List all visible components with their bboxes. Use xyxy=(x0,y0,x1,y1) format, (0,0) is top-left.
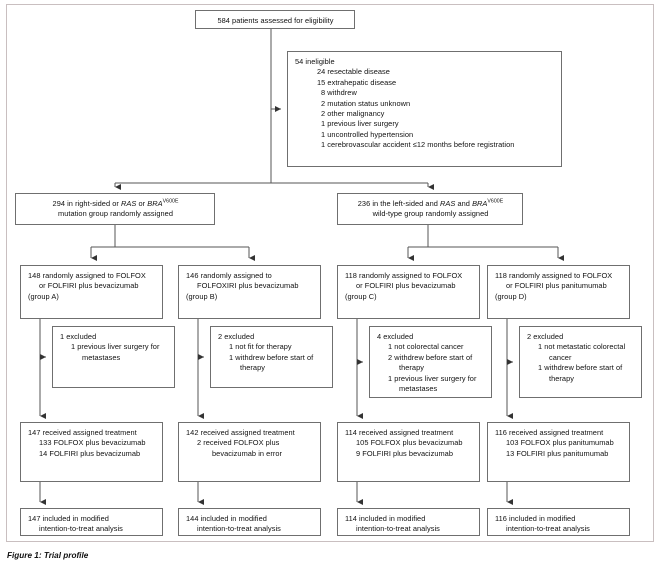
gene-braf-variant: V600E xyxy=(162,198,179,205)
mitt-line: 144 included in modified xyxy=(186,514,267,523)
group-assigned-line: 148 randomly assigned to FOLFOX xyxy=(28,271,146,280)
ineligible-reason: 1 previous liver surgery xyxy=(321,119,399,129)
box-randomisation-left-sided: 236 in the left-sided and RAS and BRAV60… xyxy=(337,193,523,225)
assessed-label: 584 patients assessed for eligibility xyxy=(217,16,334,25)
ineligible-reason: 24 resectable disease xyxy=(317,67,390,77)
rand-right-prefix: 294 in right-sided or xyxy=(52,199,122,208)
ineligible-reason: 1 cerebrovascular accident ≤12 months be… xyxy=(321,140,515,150)
box-mitt-analysis-d: 116 included in modified intention-to-tr… xyxy=(487,508,630,536)
flow-diagram-canvas: 584 patients assessed for eligibility 54… xyxy=(15,10,642,536)
mitt-line: intention-to-treat analysis xyxy=(506,524,590,534)
group-label: (group C) xyxy=(345,291,377,301)
box-mitt-analysis-a: 147 included in modified intention-to-tr… xyxy=(20,508,163,536)
group-label: (group D) xyxy=(495,291,527,301)
figure-caption: Figure 1: Trial profile xyxy=(7,551,89,560)
group-assigned-line: FOLFOXIRI plus bevacizumab xyxy=(197,281,299,291)
treatment-item: 2 received FOLFOX plus bevacizumab in er… xyxy=(197,438,283,458)
box-randomisation-right-sided: 294 in right-sided or RAS or BRAV600E mu… xyxy=(15,193,215,225)
treatment-item: 133 FOLFOX plus bevacizumab xyxy=(39,438,146,448)
randomisation-left-line2: wild-type group randomly assigned xyxy=(372,209,489,219)
mitt-line: intention-to-treat analysis xyxy=(356,524,440,534)
gene-ras: RAS xyxy=(121,199,137,208)
box-group-assignment-b: 146 randomly assigned to FOLFOXIRI plus … xyxy=(178,265,321,319)
group-assigned-line: or FOLFIRI plus bevacizumab xyxy=(39,281,139,291)
group-assigned-line: 118 randomly assigned to FOLFOX xyxy=(345,271,463,280)
treatment-item: 13 FOLFIRI plus panitumumab xyxy=(506,448,609,458)
excluded-header: 1 excluded xyxy=(60,332,97,341)
ineligible-reason: 2 other malignancy xyxy=(321,109,385,119)
mitt-line: 114 included in modified xyxy=(345,514,426,523)
gene-braf-variant: V600E xyxy=(487,198,504,205)
excluded-item: 1 not fit for therapy xyxy=(229,342,292,352)
gene-braf: BRA xyxy=(147,199,163,208)
box-excluded-b: 2 excluded 1 not fit for therapy 1 withd… xyxy=(210,326,333,388)
gene-braf: BRA xyxy=(472,199,488,208)
treatment-item: 9 FOLFIRI plus bevacizumab xyxy=(356,448,454,458)
excluded-item: 1 not metastatic colorectal cancer xyxy=(538,342,626,362)
randomisation-right-line2: mutation group randomly assigned xyxy=(58,209,173,219)
treatment-header: 142 received assigned treatment xyxy=(186,428,295,437)
box-treatment-received-a: 147 received assigned treatment 133 FOLF… xyxy=(20,422,163,482)
rand-left-prefix: 236 in the left-sided and xyxy=(357,199,440,208)
group-assigned-line: 146 randomly assigned to xyxy=(186,271,272,280)
box-group-assignment-d: 118 randomly assigned to FOLFOX or FOLFI… xyxy=(487,265,630,319)
group-label: (group A) xyxy=(28,291,59,301)
box-excluded-d: 2 excluded 1 not metastatic colorectal c… xyxy=(519,326,642,398)
box-mitt-analysis-b: 144 included in modified intention-to-tr… xyxy=(178,508,321,536)
box-treatment-received-c: 114 received assigned treatment 105 FOLF… xyxy=(337,422,480,482)
group-assigned-line: or FOLFIRI plus bevacizumab xyxy=(356,281,456,291)
box-treatment-received-b: 142 received assigned treatment 2 receiv… xyxy=(178,422,321,482)
excluded-header: 4 excluded xyxy=(377,332,414,341)
box-excluded-a: 1 excluded 1 previous liver surgery for … xyxy=(52,326,175,388)
rand-left-conj: and xyxy=(455,199,473,208)
randomisation-right-line1: 294 in right-sided or RAS or BRAV600E xyxy=(23,199,208,209)
ineligible-header: 54 ineligible xyxy=(295,57,335,66)
treatment-item: 103 FOLFOX plus panitumumab xyxy=(506,438,614,448)
group-label: (group B) xyxy=(186,291,218,301)
box-patients-assessed: 584 patients assessed for eligibility xyxy=(195,10,355,29)
mitt-line: 147 included in modified xyxy=(28,514,109,523)
excluded-header: 2 excluded xyxy=(218,332,255,341)
treatment-header: 116 received assigned treatment xyxy=(495,428,604,437)
mitt-line: 116 included in modified xyxy=(495,514,576,523)
excluded-item: 2 withdrew before start of therapy xyxy=(388,352,473,373)
excluded-header: 2 excluded xyxy=(527,332,564,341)
box-group-assignment-a: 148 randomly assigned to FOLFOX or FOLFI… xyxy=(20,265,163,319)
ineligible-reason: 15 extrahepatic disease xyxy=(317,77,397,87)
mitt-line: intention-to-treat analysis xyxy=(197,524,281,534)
box-mitt-analysis-c: 114 included in modified intention-to-tr… xyxy=(337,508,480,536)
randomisation-left-line1: 236 in the left-sided and RAS and BRAV60… xyxy=(345,199,516,209)
group-assigned-line: 118 randomly assigned to FOLFOX xyxy=(495,271,613,280)
rand-right-conj: or xyxy=(136,199,148,208)
treatment-header: 114 received assigned treatment xyxy=(345,428,454,437)
treatment-item: 105 FOLFOX plus bevacizumab xyxy=(356,438,463,448)
excluded-item: 1 previous liver surgery for metastases xyxy=(71,342,160,362)
ineligible-reason: 8 withdrew xyxy=(321,88,357,98)
box-ineligible: 54 ineligible 24 resectable disease 15 e… xyxy=(287,51,562,167)
excluded-item: 1 withdrew before start of therapy xyxy=(229,352,314,373)
box-group-assignment-c: 118 randomly assigned to FOLFOX or FOLFI… xyxy=(337,265,480,319)
group-assigned-line: or FOLFIRI plus panitumumab xyxy=(506,281,607,291)
mitt-line: intention-to-treat analysis xyxy=(39,524,123,534)
ineligible-reason: 1 uncontrolled hypertension xyxy=(321,129,414,139)
box-treatment-received-d: 116 received assigned treatment 103 FOLF… xyxy=(487,422,630,482)
treatment-header: 147 received assigned treatment xyxy=(28,428,137,437)
gene-ras: RAS xyxy=(440,199,456,208)
treatment-item: 14 FOLFIRI plus bevacizumab xyxy=(39,448,141,458)
box-excluded-c: 4 excluded 1 not colorectal cancer 2 wit… xyxy=(369,326,492,398)
ineligible-reason: 2 mutation status unknown xyxy=(321,98,411,108)
excluded-item: 1 withdrew before start of therapy xyxy=(538,363,623,383)
excluded-item: 1 previous liver surgery for metastases xyxy=(388,373,477,394)
excluded-item: 1 not colorectal cancer xyxy=(388,342,464,352)
